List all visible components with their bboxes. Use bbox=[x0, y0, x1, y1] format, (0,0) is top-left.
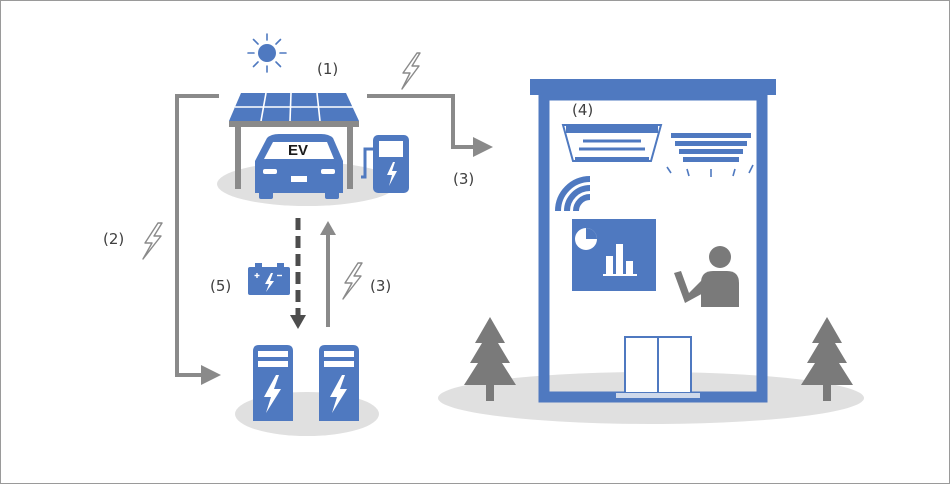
ceiling-ac-icon bbox=[561, 124, 663, 162]
label-to-building: (3) bbox=[453, 170, 474, 188]
arrow-to-building bbox=[367, 94, 493, 157]
lightning-icon bbox=[342, 262, 363, 300]
charging-station-icon bbox=[253, 345, 293, 421]
solar-panel-icon bbox=[229, 92, 359, 189]
arrow-charge-head bbox=[290, 315, 306, 329]
label-hvac: (4) bbox=[572, 101, 593, 119]
label-solar: (1) bbox=[317, 60, 338, 78]
label-grid-link: (2) bbox=[103, 230, 124, 248]
battery-icon bbox=[248, 263, 290, 295]
lightning-icon bbox=[142, 222, 163, 260]
lightning-icon bbox=[401, 52, 421, 90]
ev-label: EV bbox=[288, 142, 308, 159]
door-icon bbox=[616, 336, 700, 398]
tree-icon bbox=[801, 317, 853, 401]
charging-station-icon bbox=[319, 345, 359, 421]
wifi-icon bbox=[555, 176, 591, 212]
arrow-grid-link bbox=[175, 94, 221, 385]
arrow-discharge-head bbox=[320, 221, 336, 235]
ceiling-ac-icon bbox=[666, 133, 754, 177]
label-battery: (5) bbox=[210, 277, 231, 295]
person-icon bbox=[674, 246, 739, 307]
label-discharge: (3) bbox=[370, 277, 391, 295]
sun-icon bbox=[247, 33, 287, 73]
ev-car-icon bbox=[255, 134, 343, 199]
monitor-chart-icon bbox=[572, 219, 656, 291]
tree-icon bbox=[464, 317, 516, 401]
fuel-pump-icon bbox=[361, 135, 409, 193]
